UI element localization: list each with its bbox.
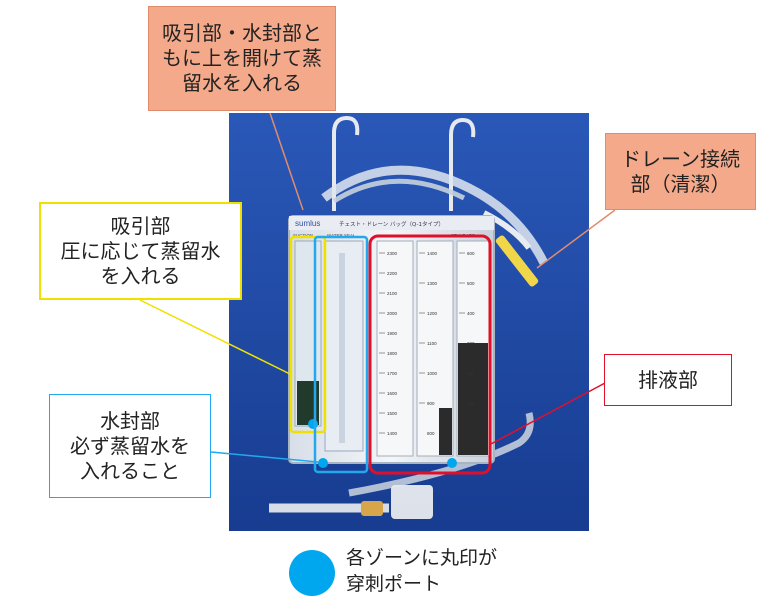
callout-suction: 吸引部 圧に応じて蒸留水 を入れる	[39, 202, 242, 300]
scale-label: 1200	[427, 311, 438, 316]
scale-label: 1400	[427, 251, 438, 256]
water-seal-outline	[313, 235, 369, 474]
scale-label: 1300	[427, 281, 438, 286]
device-header	[289, 216, 494, 230]
scale-ticks	[379, 252, 465, 434]
drain-connector	[495, 235, 539, 287]
drain-column-2-fluid	[439, 408, 452, 455]
right-hook	[449, 117, 476, 211]
scale-label: 900	[427, 401, 435, 406]
chest-drain-photo: sumlus チェスト・ドレーン バッグ（Q-1タイプ） SUCTION WAT…	[229, 113, 589, 531]
drainage-port-dot	[447, 458, 457, 468]
puncture-port-legend-dot	[289, 550, 335, 596]
scale-label: 600	[467, 251, 475, 256]
tube-clamp	[361, 501, 383, 516]
suction-port-dot	[308, 419, 318, 429]
scale-label: 1700	[387, 371, 398, 376]
water-seal-port-dot	[318, 458, 328, 468]
drain-column-2	[416, 240, 454, 457]
callout-top: 吸引部・水封部と もに上を開けて蒸 留水を入れる	[148, 6, 336, 111]
drain-column-1	[376, 240, 414, 457]
scale-label: 1800	[387, 351, 398, 356]
scale-label: 1400	[387, 431, 398, 436]
scale-label: 400	[467, 311, 475, 316]
scale-label: 1900	[387, 331, 398, 336]
tube-top-inner	[332, 178, 466, 204]
scale-label: 1600	[387, 391, 398, 396]
suction-fluid	[297, 381, 319, 425]
scale-label: 300	[467, 341, 475, 346]
scale-label: 2000	[387, 311, 398, 316]
water-seal-tube	[339, 253, 345, 443]
drain-column-3-fluid	[458, 343, 488, 455]
scale-label: 2300	[387, 251, 398, 256]
product-label: チェスト・ドレーン バッグ（Q-1タイプ）	[339, 220, 444, 228]
scale-label: 2100	[387, 291, 398, 296]
water-seal-header: WATER SEAL	[327, 233, 356, 238]
brand-label: sumlus	[295, 219, 320, 228]
scale-label: 100	[467, 401, 475, 406]
left-hook	[332, 115, 360, 211]
scale-label: 800	[427, 431, 435, 436]
puncture-port-legend-text: 各ゾーンに丸印が 穿刺ポート	[346, 547, 498, 595]
scale-label: 1500	[387, 411, 398, 416]
callout-drain-connect: ドレーン接続 部（清潔）	[605, 133, 756, 210]
suction-header: SUCTION	[293, 233, 313, 238]
scale-label: 200	[467, 371, 475, 376]
drainage-outline	[368, 234, 492, 475]
callout-water-seal: 水封部 必ず蒸留水を 入れること	[49, 394, 211, 498]
scale-label: 1000	[427, 371, 438, 376]
scale-label: 1100	[427, 341, 437, 346]
scale-label: 500	[467, 281, 475, 286]
scale-label: 2200	[387, 271, 398, 276]
callout-drainage: 排液部	[604, 354, 732, 406]
tube-top	[321, 165, 549, 266]
tube-stand	[391, 485, 433, 519]
